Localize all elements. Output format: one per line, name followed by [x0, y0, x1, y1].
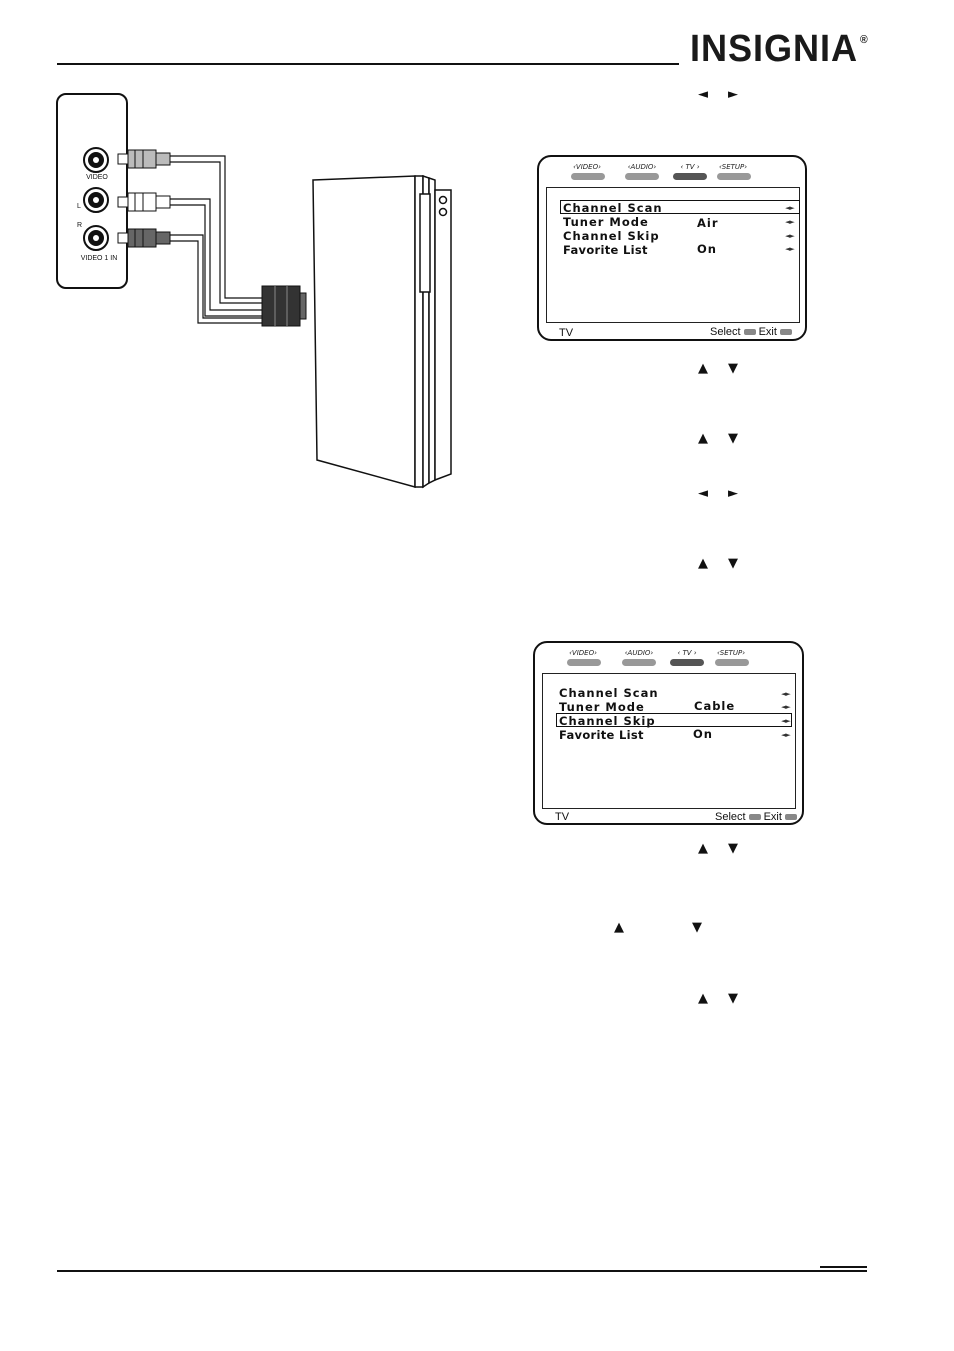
- tab-audio: ‹AUDIO›: [627, 163, 657, 171]
- tv-menu-air: ‹VIDEO› ‹AUDIO› ‹ TV › ‹SETUP› Channel S…: [537, 155, 807, 341]
- jack-label-r: R: [77, 222, 82, 229]
- audio-left-jack: [83, 187, 109, 213]
- down-arrow-icon: ▼: [728, 556, 738, 571]
- tab-pill-tv: [670, 659, 704, 666]
- left-arrow-icon: ◄: [698, 87, 708, 102]
- left-right-icon: ◄►: [781, 731, 791, 739]
- menu-row-label: Channel Scan: [559, 686, 659, 700]
- up-arrow-icon: ▲: [698, 991, 708, 1006]
- right-arrow-icon: ►: [728, 87, 738, 102]
- av-device: [312, 174, 452, 489]
- menu-row-value: Air: [697, 216, 719, 230]
- down-arrow-icon: ▼: [728, 361, 738, 376]
- tab-video: ‹VIDEO›: [569, 649, 597, 657]
- up-arrow-icon: ▲: [698, 431, 708, 446]
- header-rule: [57, 63, 679, 65]
- tab-pill-setup: [717, 173, 751, 180]
- left-right-icon: ◄►: [785, 245, 795, 253]
- tv-menu-cable: ‹VIDEO› ‹AUDIO› ‹ TV › ‹SETUP› Channel S…: [533, 641, 804, 825]
- menu-row-value: On: [693, 727, 713, 741]
- down-arrow-icon: ▼: [692, 920, 702, 935]
- down-arrow-icon: ▼: [728, 431, 738, 446]
- left-right-icon: ◄►: [781, 717, 791, 725]
- tab-pill-setup: [715, 659, 749, 666]
- left-right-icon: ◄►: [785, 204, 795, 212]
- tab-tv: ‹ TV ›: [677, 649, 697, 657]
- up-arrow-icon: ▲: [614, 920, 624, 935]
- menu-highlight: [556, 713, 792, 727]
- audio-right-plug: [117, 228, 171, 248]
- menu-row-label: Channel Skip: [559, 714, 656, 728]
- left-right-icon: ◄►: [785, 218, 795, 226]
- ok-key-icon: [743, 329, 756, 336]
- ok-key-icon: [748, 814, 761, 821]
- right-arrow-icon: ►: [728, 486, 738, 501]
- video-plug: [117, 149, 171, 169]
- menu-body: Channel Scan ◄► Tuner Mode Cable ◄► Chan…: [542, 673, 796, 809]
- jack-label-video: VIDEO: [86, 174, 108, 181]
- menu-row-label: Favorite List: [559, 728, 644, 742]
- menu-footer-title: TV: [555, 811, 570, 823]
- tab-pill-tv: [673, 173, 707, 180]
- audio-left-plug: [117, 192, 171, 212]
- footer-accent-rule: [820, 1266, 867, 1268]
- footer-rule: [57, 1270, 867, 1272]
- tab-setup: ‹SETUP›: [718, 163, 748, 171]
- menu-row-label: Channel Scan: [563, 201, 663, 215]
- audio-right-jack: [83, 225, 109, 251]
- menu-row-label: Tuner Mode: [559, 700, 645, 714]
- menu-key-icon: [784, 814, 797, 821]
- up-arrow-icon: ▲: [698, 556, 708, 571]
- cables: [170, 155, 265, 324]
- tab-setup: ‹SETUP›: [716, 649, 746, 657]
- menu-footer-title: TV: [559, 327, 574, 339]
- brand-logo: INSIGNIA®: [690, 28, 869, 70]
- left-right-icon: ◄►: [785, 232, 795, 240]
- tab-video: ‹VIDEO›: [573, 163, 601, 171]
- tab-tv: ‹ TV ›: [680, 163, 700, 171]
- jack-label-l: L: [77, 203, 81, 210]
- menu-row-value: Cable: [694, 699, 736, 713]
- left-right-icon: ◄►: [781, 690, 791, 698]
- menu-body: Channel Scan ◄► Tuner Mode Air ◄► Channe…: [546, 187, 800, 323]
- left-right-icon: ◄►: [781, 703, 791, 711]
- menu-row-value: On: [697, 242, 717, 256]
- video1-in-label: VIDEO 1 IN: [81, 255, 118, 262]
- tab-pill-audio: [625, 173, 659, 180]
- menu-highlight: [560, 200, 800, 214]
- menu-row-label: Tuner Mode: [563, 215, 649, 229]
- menu-row-label: Favorite List: [563, 243, 648, 257]
- tab-audio: ‹AUDIO›: [624, 649, 654, 657]
- menu-row-label: Channel Skip: [563, 229, 660, 243]
- connection-diagram: VIDEO L R VIDEO 1 IN: [56, 93, 452, 489]
- left-arrow-icon: ◄: [698, 486, 708, 501]
- menu-key-icon: [779, 329, 792, 336]
- video-jack: [83, 147, 109, 173]
- tab-pill-video: [571, 173, 605, 180]
- down-arrow-icon: ▼: [728, 841, 738, 856]
- av-connector: [261, 285, 307, 327]
- down-arrow-icon: ▼: [728, 991, 738, 1006]
- up-arrow-icon: ▲: [698, 361, 708, 376]
- tab-pill-audio: [622, 659, 656, 666]
- up-arrow-icon: ▲: [698, 841, 708, 856]
- tab-pill-video: [567, 659, 601, 666]
